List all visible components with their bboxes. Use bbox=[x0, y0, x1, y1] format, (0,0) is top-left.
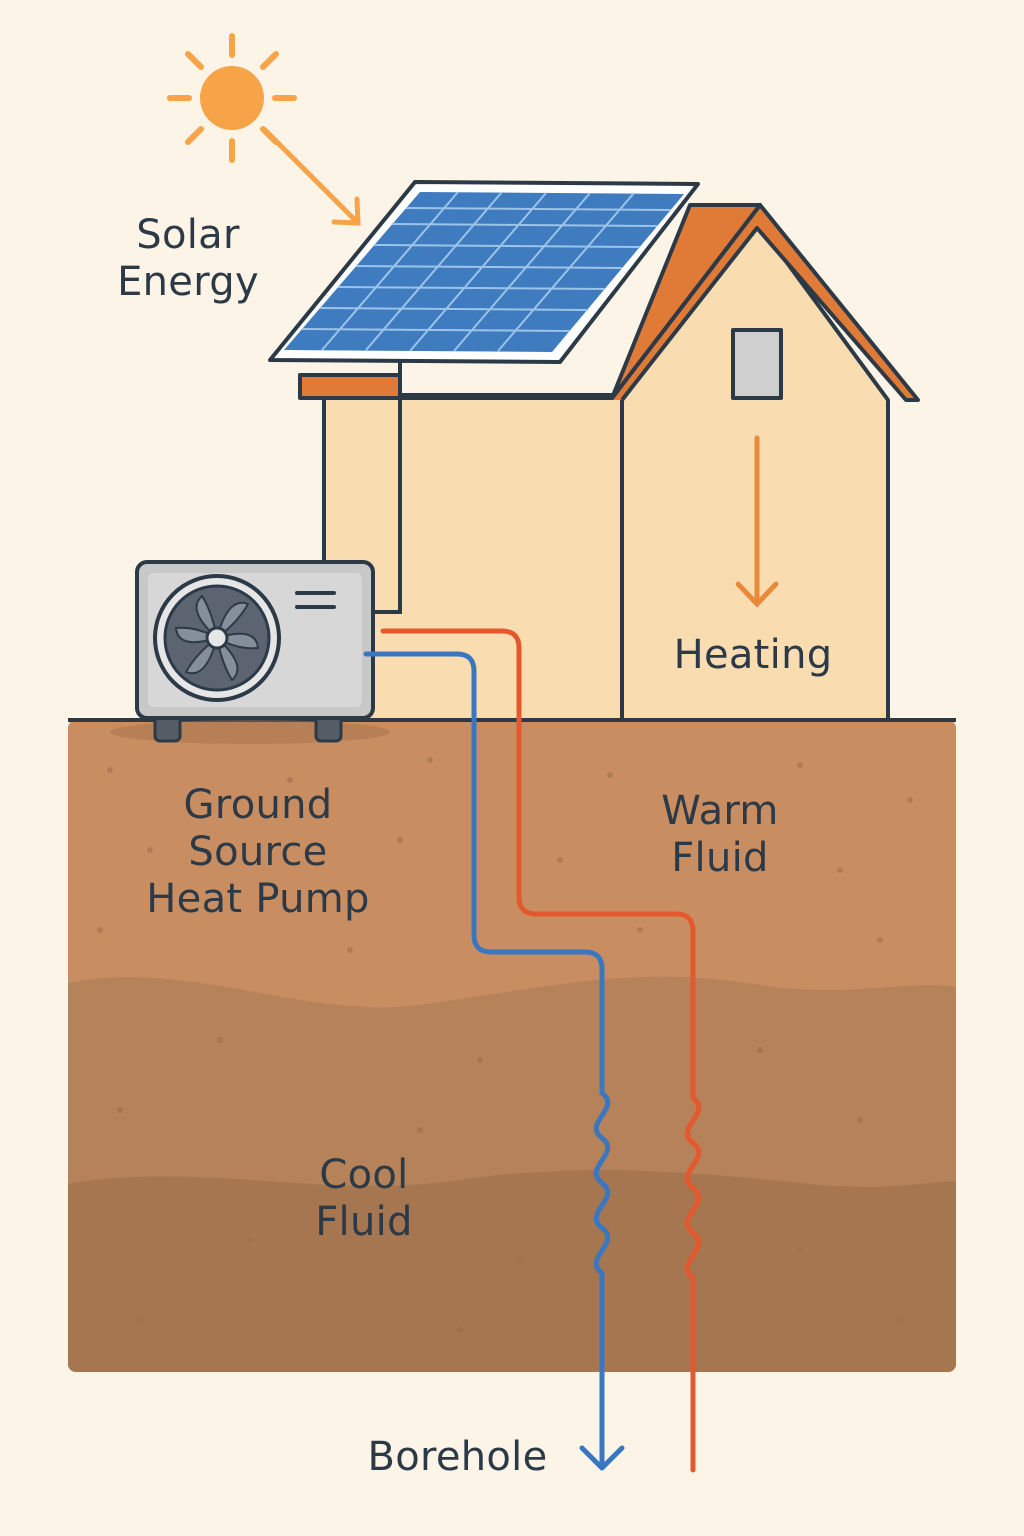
warm-pipe bbox=[380, 628, 702, 1473]
solar-cable bbox=[375, 362, 402, 614]
label-warm-fluid: Warm Fluid bbox=[661, 788, 779, 881]
ground bbox=[68, 720, 956, 1372]
solar-panel bbox=[268, 180, 700, 364]
label-borehole: Borehole bbox=[367, 1434, 548, 1480]
fan-icon bbox=[153, 574, 281, 702]
heat-pump-unit bbox=[110, 560, 390, 744]
label-cool-fluid: Cool Fluid bbox=[315, 1152, 413, 1245]
cool-pipe bbox=[363, 651, 625, 1471]
sunlight-arrow bbox=[262, 127, 361, 226]
label-heating: Heating bbox=[673, 632, 833, 678]
heating-arrow bbox=[735, 435, 779, 608]
sun-icon bbox=[167, 33, 297, 163]
label-ground-source-heat-pump: Ground Source Heat Pump bbox=[146, 782, 370, 922]
label-solar-energy: Solar Energy bbox=[117, 212, 259, 305]
